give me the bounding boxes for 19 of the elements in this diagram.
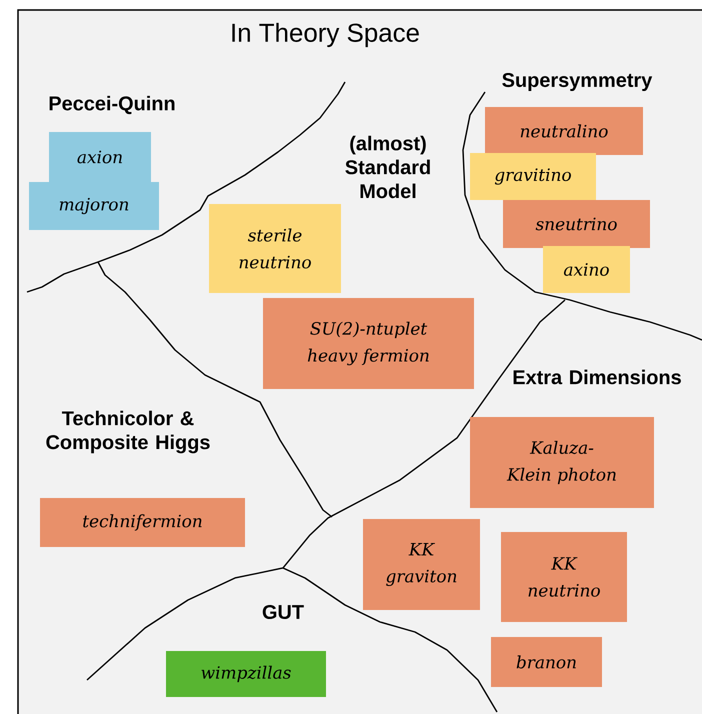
region-label: Extra Dimensions	[514, 370, 681, 384]
sticky-note: KK neutrino	[501, 532, 627, 622]
sticky-note: sneutrino	[503, 200, 650, 248]
sticky-note: technifermion	[40, 498, 245, 547]
sticky-note: KK graviton	[363, 519, 480, 610]
sticky-note: Kaluza-Klein photon	[470, 417, 654, 508]
region-label: GUT	[262, 604, 304, 620]
sticky-note: axino	[543, 246, 630, 293]
sticky-note: majoron	[29, 182, 159, 230]
region-label: Technicolor & Composite Higgs	[46, 410, 210, 454]
sticky-note: SU(2)-ntuplet heavy fermion	[263, 298, 474, 389]
sticky-note: gravitino	[470, 153, 596, 200]
sticky-note: branon	[491, 637, 602, 687]
sticky-note: axion	[49, 132, 151, 182]
sticky-note: wimpzillas	[166, 651, 326, 697]
sticky-note: sterile neutrino	[209, 204, 341, 293]
sticky-note: neutralino	[485, 107, 643, 155]
region-label: (almost) Standard Model	[345, 136, 430, 198]
title: In Theory Space	[232, 22, 419, 48]
